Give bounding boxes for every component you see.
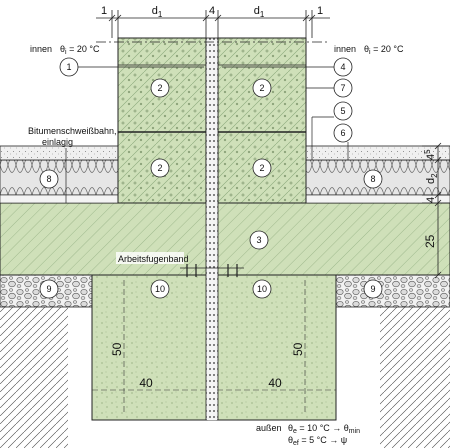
outside-label: außen xyxy=(256,423,282,433)
svg-text:8: 8 xyxy=(46,174,51,184)
marker-8-left: 8 xyxy=(39,169,59,189)
screed-left xyxy=(0,145,119,161)
protection-layer-left xyxy=(0,194,119,204)
marker-9-left: 9 xyxy=(39,279,59,299)
right-dim-small: 4 xyxy=(425,197,437,203)
svg-text:9: 9 xyxy=(46,284,51,294)
svg-text:9: 9 xyxy=(370,284,375,294)
svg-text:2: 2 xyxy=(259,83,264,93)
svg-text:2: 2 xyxy=(157,83,162,93)
wall-right xyxy=(217,37,307,204)
work-joint-band xyxy=(180,264,244,277)
top-dim-left-edge: 1 xyxy=(101,5,107,17)
foundation-right-width: 40 xyxy=(268,376,282,390)
marker-2-right-bottom: 2 xyxy=(252,158,272,178)
marker-9-right: 9 xyxy=(363,279,383,299)
svg-text:5: 5 xyxy=(340,106,345,116)
floor-slab xyxy=(0,202,450,276)
leader-lines xyxy=(78,66,349,160)
svg-text:3: 3 xyxy=(256,235,261,245)
marker-8-right: 8 xyxy=(363,169,383,189)
foundation-left-width: 40 xyxy=(139,376,153,390)
marker-2-left-top: 2 xyxy=(150,78,170,98)
top-dim-right-edge: 1 xyxy=(317,5,323,17)
marker-10-left: 10 xyxy=(150,279,170,299)
svg-text:4: 4 xyxy=(340,62,345,72)
outside-row1: θe = 10 °C → θmin xyxy=(288,423,360,435)
top-dim-joint: 4 xyxy=(209,5,215,17)
top-dimension-line xyxy=(96,10,330,38)
svg-text:2: 2 xyxy=(259,163,264,173)
marker-1: 1 xyxy=(59,57,79,77)
bitumen-label-line2: einlagig xyxy=(42,137,73,147)
marker-2-left-bottom: 2 xyxy=(150,158,170,178)
top-dim-left-d: d1 xyxy=(152,5,163,19)
work-joint-band-label: Arbeitsfugenband xyxy=(118,254,189,264)
svg-text:10: 10 xyxy=(155,284,165,294)
gravel-right xyxy=(335,274,450,308)
wall-left xyxy=(117,37,207,204)
right-dim-d2: d2 xyxy=(425,173,439,184)
svg-text:10: 10 xyxy=(257,284,267,294)
marker-3: 3 xyxy=(249,230,269,250)
marker-6: 6 xyxy=(333,123,353,143)
right-dimension-line xyxy=(422,142,450,279)
svg-text:1: 1 xyxy=(66,62,71,72)
svg-text:8: 8 xyxy=(370,174,375,184)
marker-10-right: 10 xyxy=(252,279,272,299)
marker-7: 7 xyxy=(333,78,353,98)
outside-row2: θef = 5 °C → ψ xyxy=(288,435,347,447)
insulation-left xyxy=(0,159,119,196)
bitumen-label-line1: Bitumenschweißbahn, xyxy=(28,126,117,136)
marker-4: 4 xyxy=(333,57,353,77)
marker-2-right-top: 2 xyxy=(252,78,272,98)
right-dim-slab: 25 xyxy=(423,234,437,248)
foundation-left-height: 50 xyxy=(110,342,124,356)
right-dim-top: 45 xyxy=(423,149,437,160)
foundation-right-height: 50 xyxy=(291,342,305,356)
foundation-right xyxy=(216,274,337,421)
svg-text:6: 6 xyxy=(340,128,345,138)
marker-5: 5 xyxy=(333,101,353,121)
top-dim-right-d: d1 xyxy=(254,5,265,19)
svg-text:7: 7 xyxy=(340,83,345,93)
svg-text:2: 2 xyxy=(157,163,162,173)
